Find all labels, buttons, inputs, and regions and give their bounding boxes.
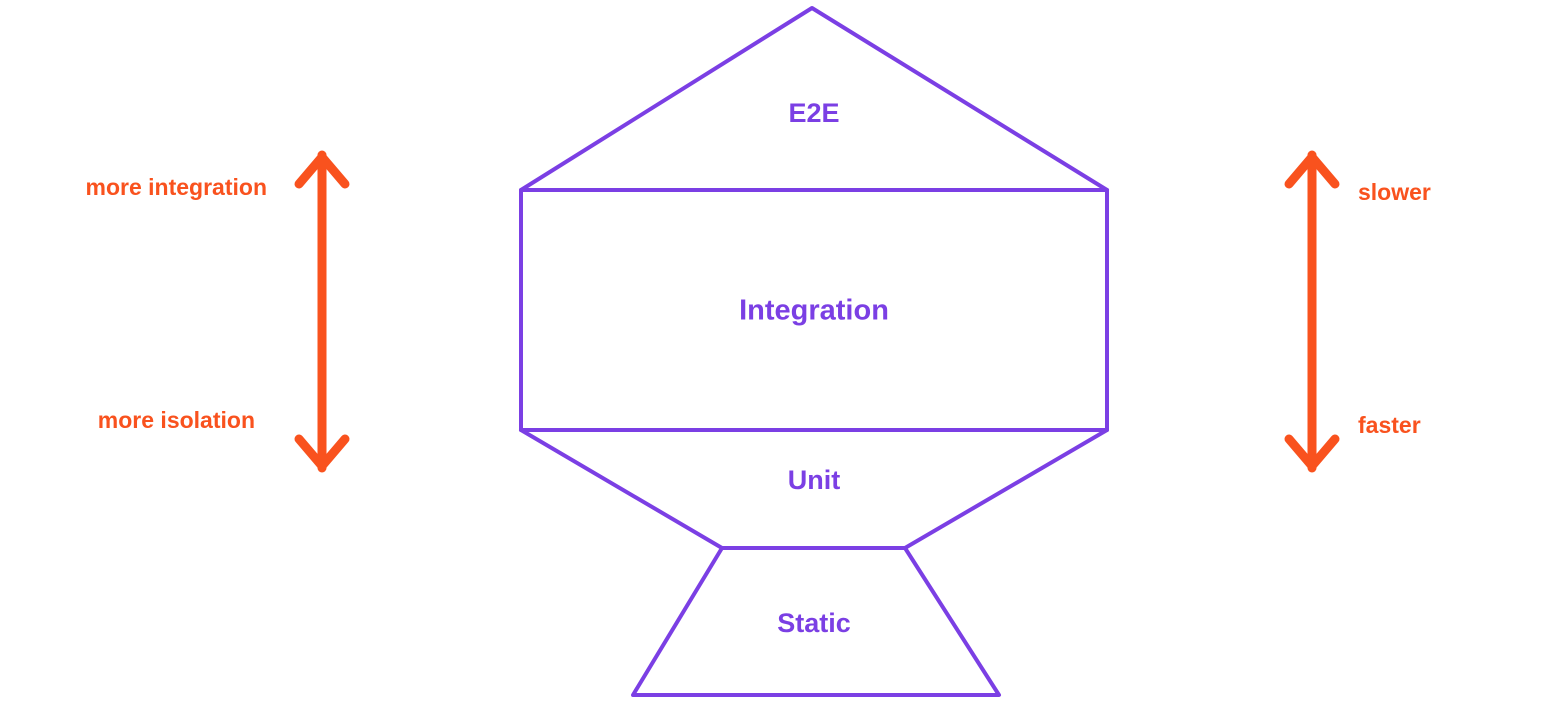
static-label: Static (777, 608, 851, 638)
left-arrow-down-head-icon (294, 434, 350, 471)
trophy-shapes (519, 6, 1109, 697)
right-axis-labels: slower faster (1358, 179, 1431, 438)
static-trapezoid-shape[interactable] (631, 546, 1001, 697)
left-axis-top-label: more integration (86, 174, 267, 200)
integration-label: Integration (739, 295, 889, 327)
left-axis-labels: more integration more isolation (86, 174, 267, 433)
left-axis-bottom-label: more isolation (98, 407, 255, 433)
left-axis-arrow (294, 150, 350, 473)
right-axis-arrow (1284, 150, 1340, 473)
right-axis-bottom-label: faster (1358, 412, 1421, 438)
right-arrow-down-head-icon (1284, 434, 1340, 471)
unit-label: Unit (788, 465, 840, 495)
trophy-labels: E2E Integration Unit Static (739, 98, 889, 638)
left-arrow-up-head-icon (294, 152, 350, 189)
right-arrow-up-head-icon (1284, 152, 1340, 189)
right-axis-top-label: slower (1358, 179, 1431, 205)
e2e-label: E2E (788, 98, 839, 128)
